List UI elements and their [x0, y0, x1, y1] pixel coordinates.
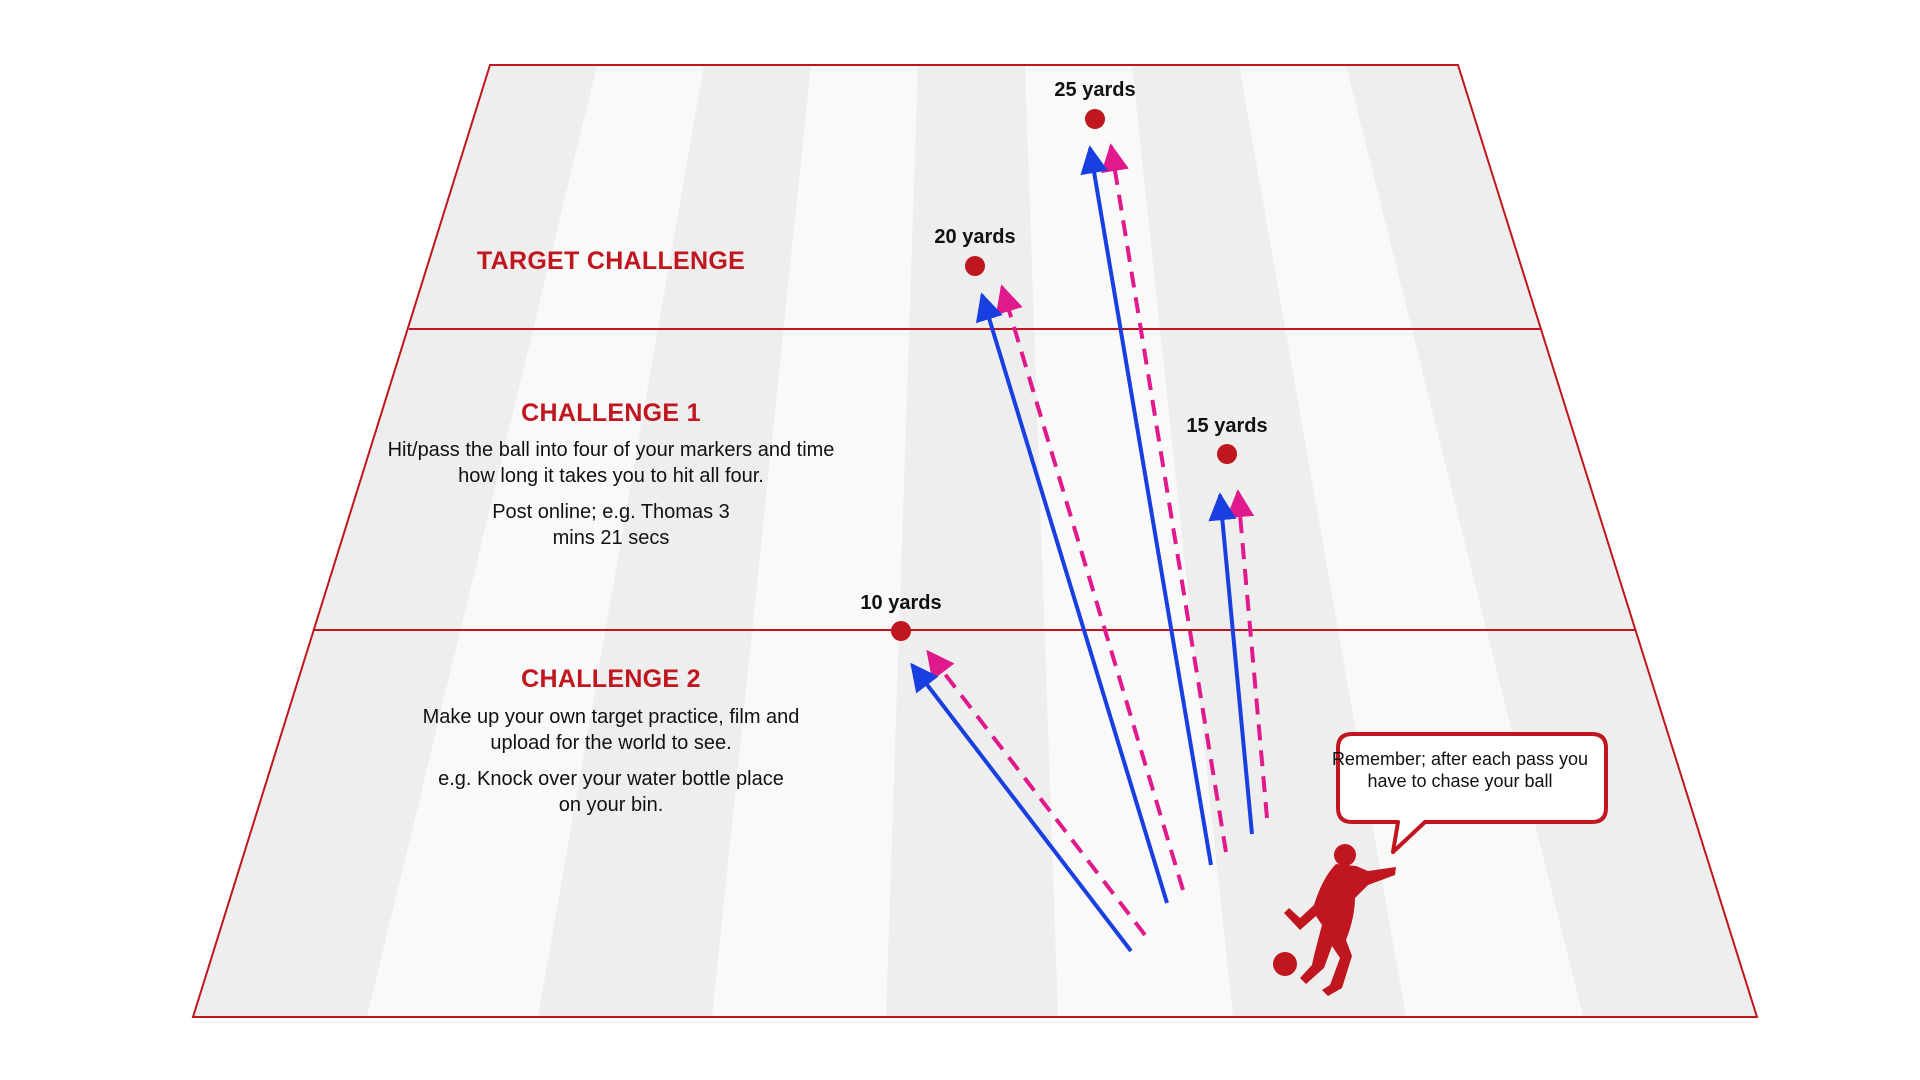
challenge-1-paragraph: Hit/pass the ball into four of your mark… — [387, 439, 835, 487]
marker-dot-icon — [1217, 444, 1237, 464]
marker-label-10-yards: 10 yards — [860, 592, 942, 614]
marker-dot-icon — [1085, 109, 1105, 129]
marker-dot-icon — [891, 621, 911, 641]
challenge-2-title: CHALLENGE 2 — [521, 665, 701, 693]
challenge-1-description: Hit/pass the ball into four of your mark… — [381, 437, 841, 561]
return-arrows — [926, 143, 1269, 937]
challenge-1-paragraph: Post online; e.g. Thomas 3 mins 21 secs — [492, 501, 730, 549]
target-challenge-title: TARGET CHALLENGE — [476, 247, 746, 275]
speech-bubble — [1336, 732, 1608, 854]
marker-label-20-yards: 20 yards — [934, 226, 1016, 248]
pass-arrows — [910, 145, 1254, 953]
pass-arrow-10-yards — [910, 662, 1133, 953]
ball-icon — [1273, 952, 1297, 976]
marker-label-15-yards: 15 yards — [1186, 415, 1268, 437]
pass-arrow-20-yards — [975, 292, 1169, 904]
return-arrow-15-yards — [1226, 489, 1269, 819]
challenge-2-paragraph: e.g. Knock over your water bottle place … — [438, 768, 784, 816]
speech-bubble-text: Remember; after each pass you have to ch… — [1331, 749, 1589, 791]
pass-arrow-25-yards — [1080, 145, 1213, 866]
return-arrow-10-yards — [926, 649, 1147, 937]
return-arrow-25-yards — [1101, 143, 1228, 853]
challenge-1-title: CHALLENGE 1 — [521, 399, 701, 427]
marker-dot-icon — [965, 256, 985, 276]
challenge-2-description: Make up your own target practice, film a… — [396, 704, 826, 828]
player-silhouette-icon — [1284, 844, 1396, 996]
challenge-2-paragraph: Make up your own target practice, film a… — [422, 706, 800, 754]
pass-arrow-15-yards — [1208, 492, 1254, 835]
pitch-outline — [191, 64, 1759, 1018]
return-arrow-20-yards — [995, 284, 1185, 891]
marker-label-25-yards: 25 yards — [1054, 79, 1136, 101]
